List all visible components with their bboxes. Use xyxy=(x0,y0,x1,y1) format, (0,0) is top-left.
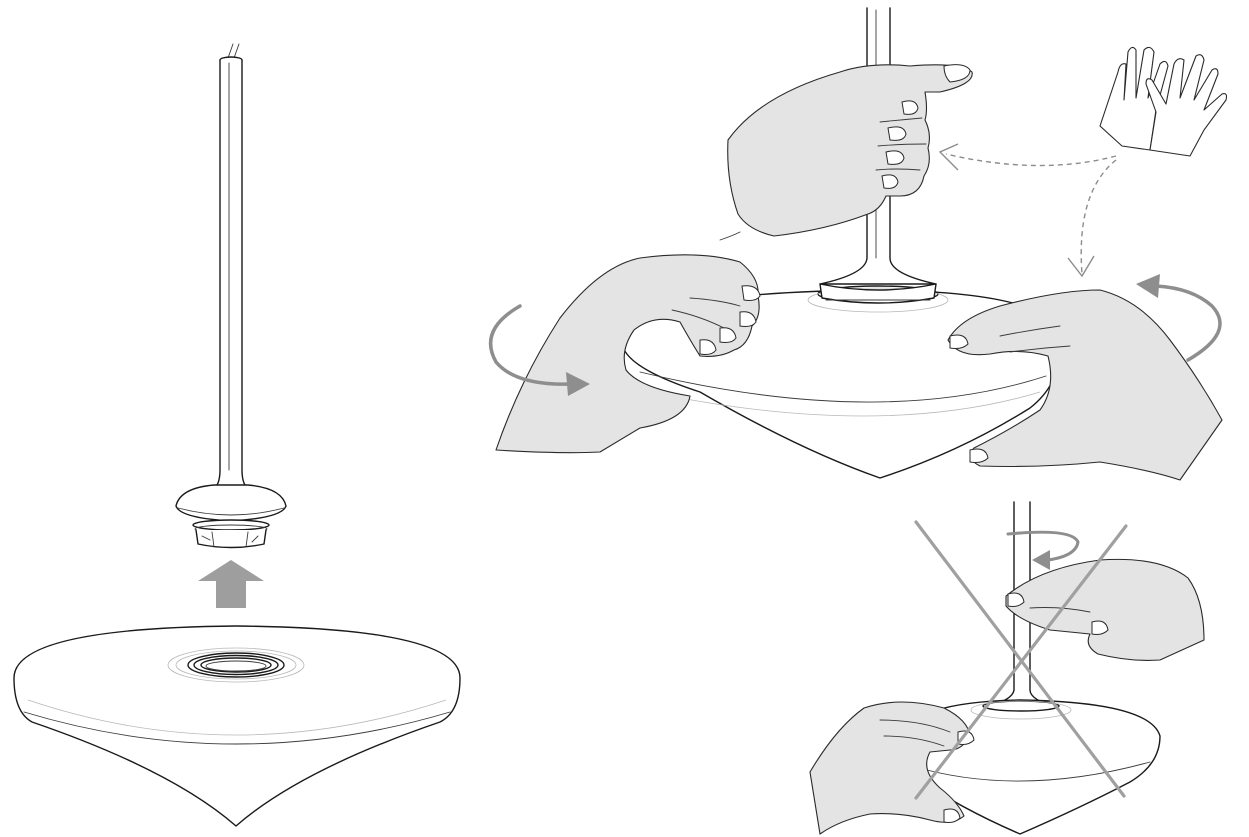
dashed-arrow-icon xyxy=(940,144,958,170)
stem-cable xyxy=(228,44,239,58)
gloves-icon xyxy=(1100,47,1227,156)
up-arrow-icon xyxy=(198,560,264,608)
step-1-panel xyxy=(14,44,460,826)
lamp-base xyxy=(14,626,460,826)
step-2-panel xyxy=(491,8,1227,480)
dashed-arrow-icon xyxy=(1081,160,1116,274)
step-3-panel xyxy=(810,502,1204,834)
rotate-arrow-icon xyxy=(1032,550,1050,570)
stem-base-disc xyxy=(176,485,286,548)
rotate-arrow-icon xyxy=(1136,274,1160,298)
lamp-stem xyxy=(212,57,250,490)
hand-holding-stem xyxy=(720,65,972,240)
dashed-arrow-icon xyxy=(946,154,1116,166)
